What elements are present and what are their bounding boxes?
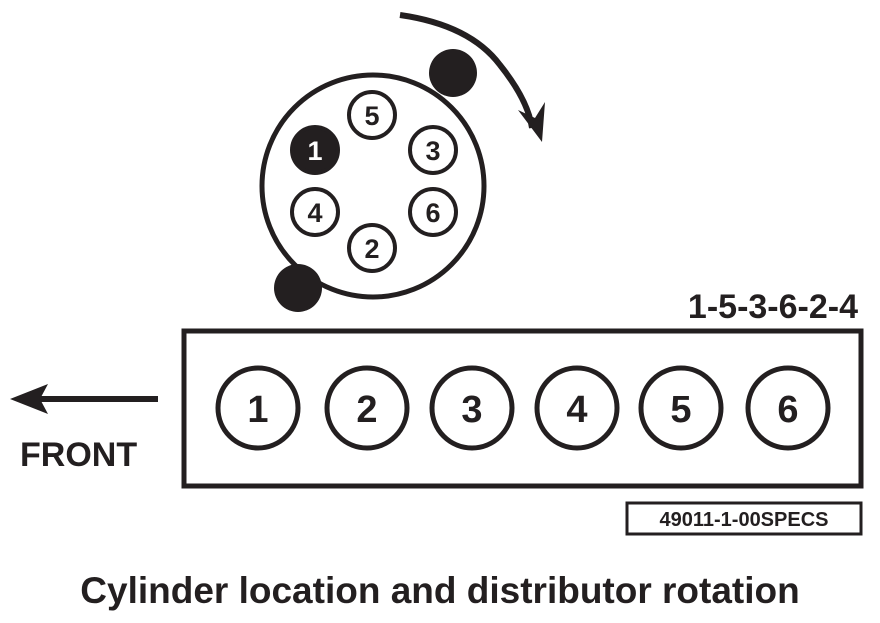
cylinder-label: 3 — [461, 389, 482, 431]
cylinder-6: 6 — [745, 365, 831, 451]
spec-code: 49011-1-00SPECS — [659, 509, 828, 531]
cylinder-2: 2 — [324, 365, 410, 451]
terminal-3: 3 — [408, 125, 458, 175]
terminal-label: 6 — [425, 198, 440, 228]
terminal-2: 2 — [347, 223, 397, 273]
cylinder-3: 3 — [429, 365, 515, 451]
cylinder-label: 2 — [356, 389, 377, 431]
terminal-label: 5 — [364, 101, 379, 131]
cylinder-label: 5 — [670, 389, 691, 431]
terminal-label: 2 — [364, 234, 379, 264]
terminal-label: 1 — [307, 136, 322, 166]
cylinder-label: 6 — [777, 389, 798, 431]
terminal-1: 1 — [290, 125, 340, 175]
cylinder-label: 1 — [247, 389, 268, 431]
cylinder-4: 4 — [534, 365, 620, 451]
distributor-lobe-top — [429, 49, 477, 97]
cylinder-1: 1 — [215, 365, 301, 451]
terminal-4: 4 — [290, 187, 340, 237]
front-arrowhead — [10, 384, 48, 414]
caption: Cylinder location and distributor rotati… — [80, 570, 800, 611]
rotation-arrowhead — [518, 102, 545, 142]
terminal-label: 3 — [425, 136, 440, 166]
cylinder-5: 5 — [638, 365, 724, 451]
distributor-lobe-bottom — [274, 264, 322, 312]
cylinder-label: 4 — [566, 389, 587, 431]
rotation-arrow-arc — [399, 12, 535, 129]
terminal-label: 4 — [307, 198, 322, 228]
firing-order: 1-5-3-6-2-4 — [688, 288, 858, 326]
terminal-6: 6 — [408, 187, 458, 237]
terminal-5: 5 — [347, 90, 397, 140]
front-label: FRONT — [20, 436, 137, 474]
spec-code-box — [625, 501, 863, 536]
